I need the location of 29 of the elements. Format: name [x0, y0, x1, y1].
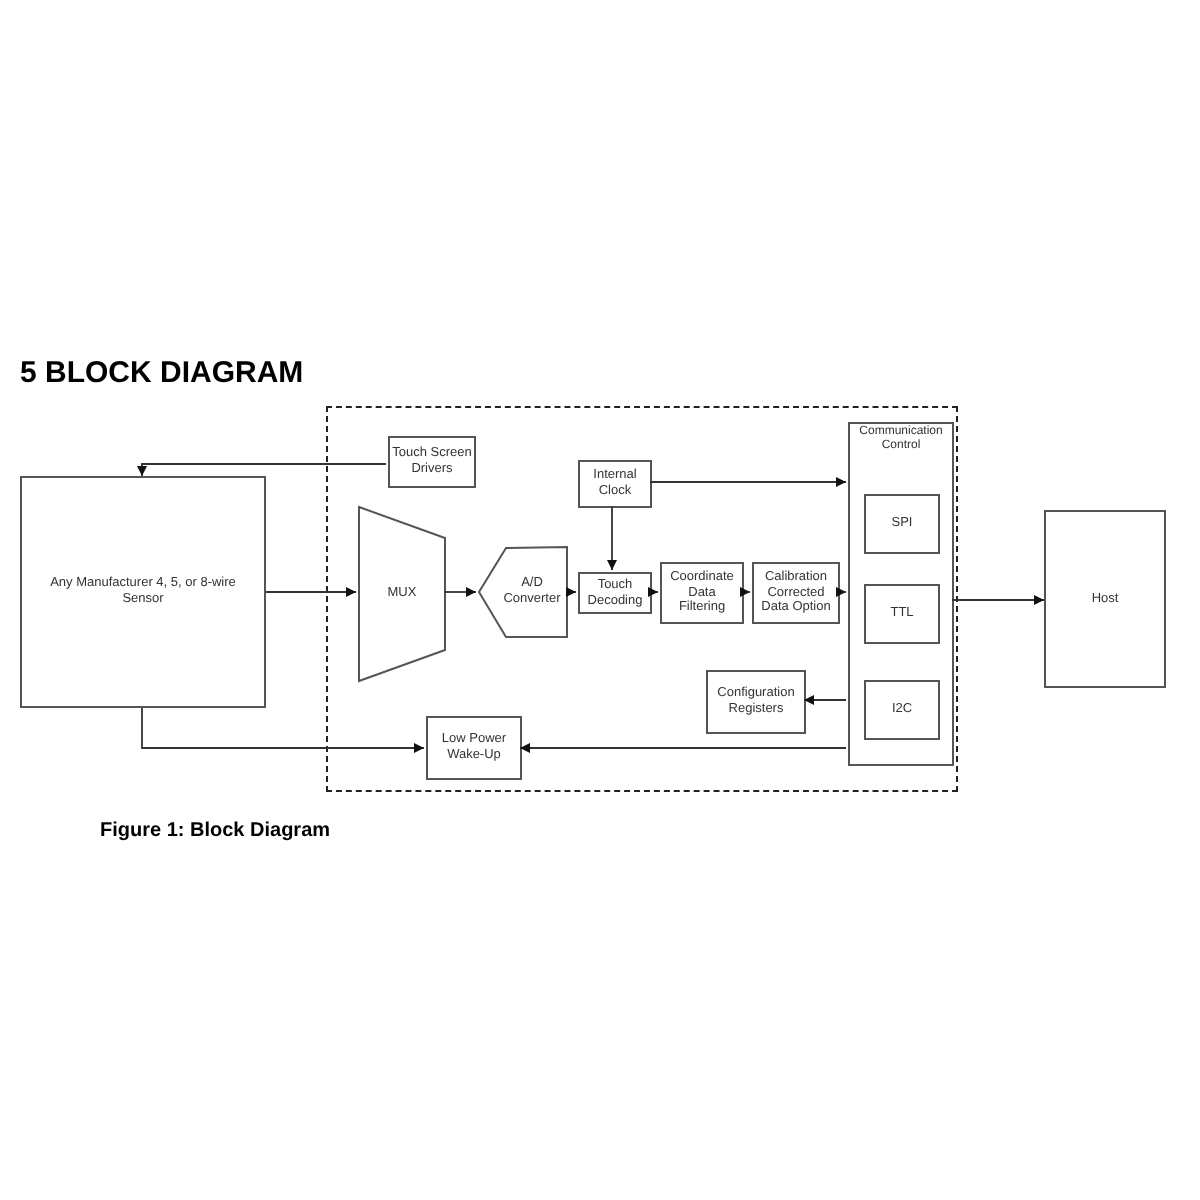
arrow: [836, 587, 847, 597]
arrow: [519, 743, 847, 753]
protocol-box: [864, 584, 940, 644]
system-boundary: [326, 406, 958, 792]
arrow: [648, 587, 659, 597]
mux-trapezoid: [358, 506, 446, 682]
arrow: [649, 477, 847, 487]
interface-box: [848, 422, 954, 766]
arrow: [740, 587, 751, 597]
host-box: [1044, 510, 1166, 688]
arrow: [607, 505, 617, 571]
arrow: [141, 707, 425, 753]
arrow: [803, 695, 847, 705]
process-box: [426, 716, 522, 780]
process-box: [578, 572, 652, 614]
figure-caption: Figure 1: Block Diagram: [100, 820, 331, 842]
arrow: [951, 595, 1045, 605]
arrow: [565, 587, 577, 597]
process-box: [706, 670, 806, 734]
converter-shape: [478, 546, 568, 638]
arrow: [443, 587, 477, 597]
diagram-title: 5 BLOCK DIAGRAM: [20, 356, 304, 390]
process-box: [388, 436, 476, 488]
arrow: [137, 463, 387, 477]
protocol-box: [864, 680, 940, 740]
arrow: [265, 587, 357, 597]
process-box: [578, 460, 652, 508]
sensor-box: [20, 476, 266, 708]
protocol-box: [864, 494, 940, 554]
